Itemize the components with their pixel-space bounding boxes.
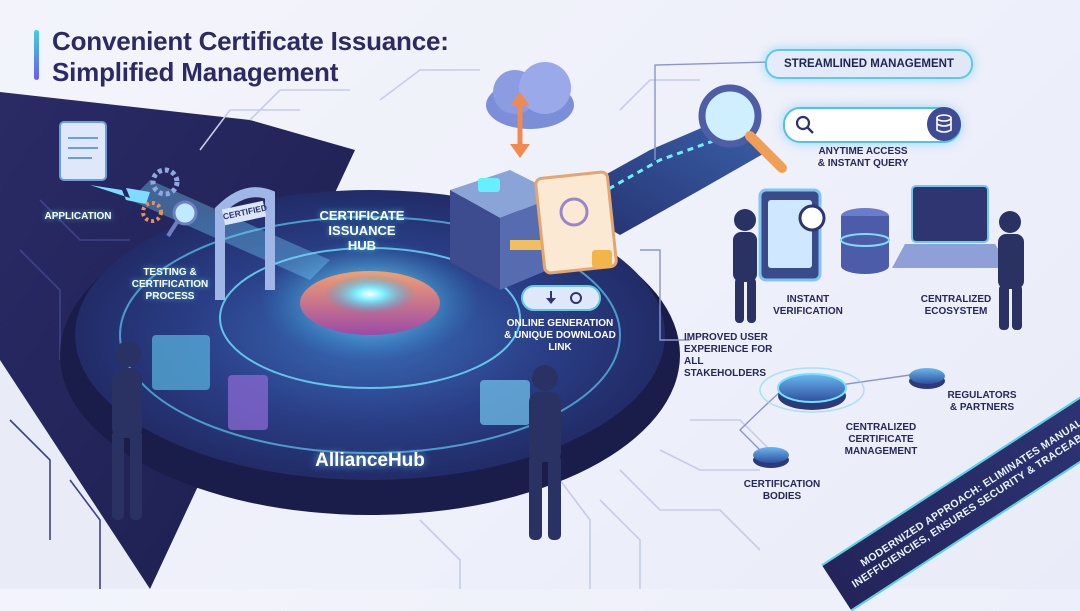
label-anytime-access: ANYTIME ACCESS & INSTANT QUERY <box>817 146 909 169</box>
label-certification-bodies: CERTIFICATION BODIES <box>743 479 821 502</box>
circuit-lines <box>199 69 781 589</box>
person-center <box>529 365 561 540</box>
illustration-background <box>0 61 1024 589</box>
title-line-1: Convenient Certificate Issuance: <box>52 26 449 56</box>
person-right-woman <box>733 209 757 323</box>
database-small-icon <box>936 114 952 133</box>
data-path <box>560 120 770 235</box>
label-instant-verification: INSTANT VERIFICATION <box>773 294 843 317</box>
person-left <box>112 341 142 520</box>
search-bar <box>783 107 961 143</box>
tablet-panel <box>480 380 530 425</box>
title-accent-bar <box>34 30 39 80</box>
streamlined-management-badge: STREAMLINED MANAGEMENT <box>765 49 973 79</box>
database-button <box>927 107 961 141</box>
laptop-base <box>892 244 1010 268</box>
light-floor <box>0 360 150 589</box>
label-regulators: REGULATORS & PARTNERS <box>947 390 1017 413</box>
database-icon <box>840 208 890 274</box>
laptop-screen <box>911 185 989 243</box>
document-icon <box>59 121 107 181</box>
brand-logo-text: AllianceHub <box>315 450 425 471</box>
hub-core <box>324 274 416 314</box>
magnifier-icon <box>698 84 787 173</box>
screen-panel <box>152 335 210 390</box>
certified-gate <box>215 187 275 300</box>
person-right-man <box>998 211 1024 330</box>
certificate-icon <box>534 170 618 275</box>
connector-lines <box>640 61 911 451</box>
title-line-2: Simplified Management <box>52 57 339 87</box>
screen-panel-chart <box>228 375 268 430</box>
cloud-icon <box>486 62 574 158</box>
platform-ring <box>119 216 621 454</box>
label-hub: CERTIFICATE ISSUANCE HUB <box>319 208 405 253</box>
clock-icon <box>798 204 826 232</box>
label-improved-experience: IMPROVED USER EXPERIENCE FOR ALL STAKEHO… <box>684 332 773 379</box>
download-pill <box>521 285 601 311</box>
label-online-generation: ONLINE GENERATION & UNIQUE DOWNLOAD LINK <box>504 318 616 353</box>
path-glow <box>579 133 731 207</box>
disk-regulators <box>909 368 945 389</box>
label-centralized-management: CENTRALIZED CERTIFICATE MANAGEMENT <box>844 422 918 457</box>
search-icon <box>795 115 814 134</box>
disk-centralized <box>777 373 847 410</box>
label-centralized-ecosystem: CENTRALIZED ECOSYSTEM <box>920 294 992 317</box>
gear-icon <box>150 167 180 197</box>
disk-cert-bodies <box>753 447 789 468</box>
disk-glow-ring <box>759 367 865 413</box>
magnifier-small-icon <box>172 200 198 226</box>
arrow-icon <box>90 185 150 204</box>
label-application: APPLICATION <box>44 211 112 222</box>
circuit-lines-dark <box>9 199 130 589</box>
label-testing: TESTING & CERTIFICATION PROCESS <box>131 267 209 302</box>
page-title: Convenient Certificate Issuance: Simplif… <box>52 26 449 88</box>
gear-icon-small <box>141 201 163 223</box>
